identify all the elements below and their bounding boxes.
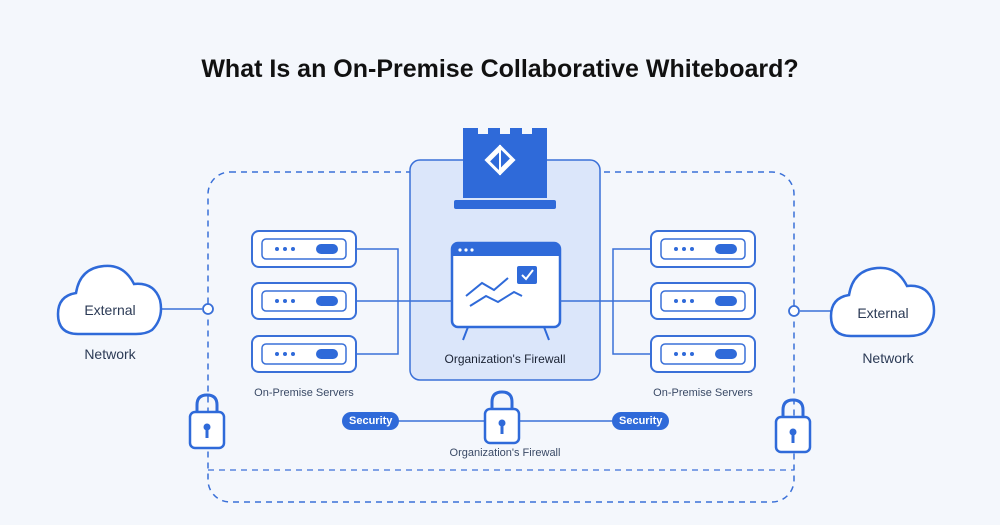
left-port-node: [202, 303, 214, 315]
left-cloud-icon: [56, 264, 163, 336]
left-server-stack: [251, 230, 357, 373]
page-title: What Is an On-Premise Collaborative Whit…: [201, 55, 799, 83]
right-cloud-icon: [829, 266, 936, 338]
whiteboard-icon: [450, 241, 562, 341]
right-lock-icon: [774, 398, 812, 454]
network-perimeter: [207, 171, 795, 503]
left-cloud-label: External: [84, 302, 136, 318]
right-server-stack: [650, 230, 756, 373]
right-port-node: [788, 305, 800, 317]
bottom-firewall-label: Organization's Firewall: [449, 447, 561, 459]
firewall-castle-icon: [454, 128, 556, 209]
right-servers-label: On-Premise Servers: [653, 387, 753, 399]
connector-lines: [150, 248, 832, 422]
left-network-label: Network: [84, 346, 136, 362]
left-lock-icon: [188, 393, 226, 450]
right-cloud-label: External: [857, 305, 909, 321]
security-badge-right: Security: [612, 412, 670, 430]
security-badge-left: Security: [342, 412, 400, 430]
center-lock-icon: [483, 390, 521, 445]
right-network-label: Network: [862, 350, 914, 366]
center-firewall-label: Organization's Firewall: [444, 352, 566, 366]
left-servers-label: On-Premise Servers: [254, 387, 354, 399]
